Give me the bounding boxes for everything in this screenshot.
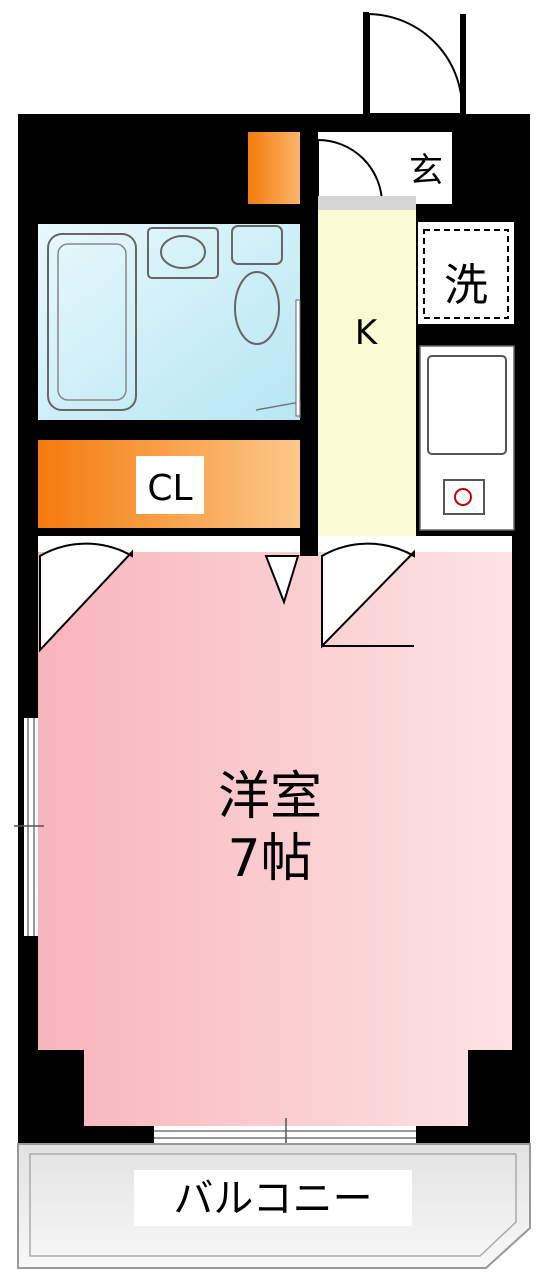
kitchen-sink xyxy=(427,355,507,455)
stove-burner-icon xyxy=(454,488,472,506)
kitchen xyxy=(318,210,416,536)
side-window xyxy=(14,718,44,936)
balcony-label: バルコニー xyxy=(173,1176,372,1222)
entrance-step xyxy=(318,196,416,210)
stove xyxy=(443,479,485,515)
kitchen-label: K xyxy=(355,313,379,353)
room-label: 洋室 xyxy=(218,767,322,827)
entrance-label: 玄 xyxy=(409,151,443,191)
room-size: 7帖 xyxy=(227,829,312,889)
bathtub xyxy=(47,233,137,411)
toilet xyxy=(231,225,283,345)
closet-door xyxy=(39,542,133,653)
kitchen-counter xyxy=(419,345,515,531)
entrance-door xyxy=(363,12,466,116)
balcony-label-box xyxy=(134,1170,412,1226)
room-door xyxy=(321,542,415,649)
closet-label: CL xyxy=(147,468,192,509)
laundry-label: 洗 xyxy=(444,260,488,311)
sink xyxy=(147,227,219,279)
laundry-space xyxy=(418,222,514,324)
bathroom xyxy=(38,224,300,420)
shoe-cabinet xyxy=(248,132,300,204)
western-room xyxy=(38,552,512,1126)
balcony-window xyxy=(154,1118,416,1150)
closet-label-box xyxy=(136,456,204,514)
